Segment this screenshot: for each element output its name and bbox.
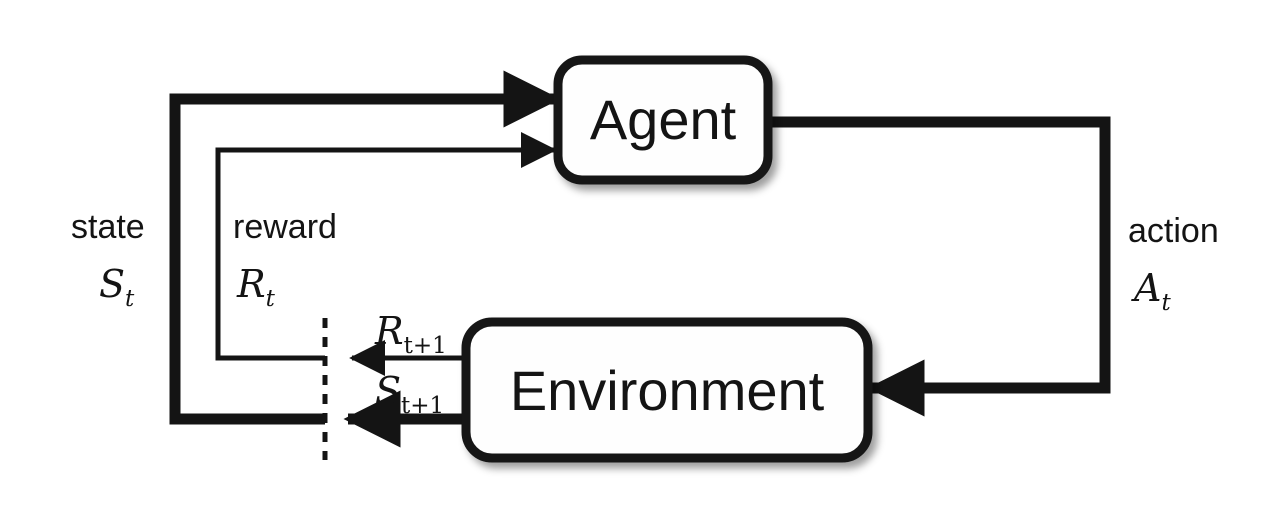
action-symbol-glyph: A [1131,266,1161,310]
action-symbol-label: At [1131,266,1171,316]
reward-next-symbol-label: Rt+1 [374,309,447,359]
reward-symbol-subscript: t [266,286,276,312]
action-symbol-subscript: t [1161,290,1171,316]
reward-label-group: reward Rt [233,208,337,312]
agent-box[interactable] [553,55,773,185]
state-next-symbol-subscript: t+1 [401,393,444,419]
agent-label: Agent [590,88,737,151]
action-edge-path [768,116,1111,417]
environment-label: Environment [510,359,825,422]
action-word-label: action [1128,212,1219,250]
state-edge-path [169,70,561,425]
reward-word-label: reward [233,208,337,246]
state-next-symbol-glyph: S [375,369,401,413]
environment-node[interactable]: Environment [461,317,873,463]
reward-symbol-label: Rt [236,262,276,312]
agent-node[interactable]: Agent [553,55,773,185]
state-next-label-group: St+1 [375,369,444,419]
reward-symbol-glyph: R [236,262,266,306]
state-symbol-label: St [99,262,135,312]
state-symbol-subscript: t [125,286,135,312]
reward-edge-path [215,132,557,361]
reward-next-label-group: Rt+1 [374,309,447,359]
reward-next-symbol-glyph: R [374,309,404,353]
state-word-label: state [71,208,145,246]
reward-next-symbol-subscript: t+1 [404,333,447,359]
action-label-group: action At [1128,212,1219,316]
state-next-symbol-label: St+1 [375,369,444,419]
environment-box[interactable] [461,317,873,463]
state-symbol-glyph: S [99,262,125,306]
state-label-group: state St [71,208,145,312]
